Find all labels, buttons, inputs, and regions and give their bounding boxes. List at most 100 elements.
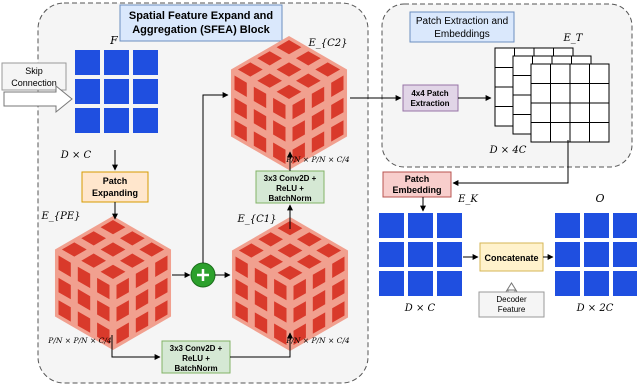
F-grid <box>75 50 158 133</box>
F-grid-cell <box>104 108 129 133</box>
EC2-cube-tile <box>276 40 302 55</box>
EK-grid-cell <box>437 242 462 267</box>
EPE-cube-tile <box>100 242 126 257</box>
EPE-cube-tile <box>155 255 168 277</box>
EC1-cube-tile <box>277 265 303 280</box>
EK-grid-cell <box>408 213 433 238</box>
EC1-cube-tile <box>293 323 306 345</box>
EC2-cube-tile <box>292 120 305 142</box>
EC1-cube-tile <box>235 256 248 278</box>
EC2-cube-tile <box>253 131 267 153</box>
EPE-cube-tile <box>58 300 71 322</box>
patch-extraction-title: Patch Extraction and Embeddings <box>409 11 515 43</box>
EPE-cube-tile <box>139 242 165 257</box>
O-grid-cell <box>555 213 580 238</box>
F-grid-cell <box>133 79 158 104</box>
EC2-cube-tile <box>296 73 321 88</box>
skip-connection-label: Skip Connection <box>1 62 67 91</box>
arrows <box>111 92 569 360</box>
svg-text:Concatenate: Concatenate <box>484 253 538 263</box>
patch-extraction-box: 4x4 Patch Extraction <box>402 84 459 112</box>
EC1-cube-tile <box>274 323 287 345</box>
EPE-cube-tile <box>155 300 168 322</box>
EC1-cube-tile <box>316 243 342 258</box>
EC2-cube-tile <box>273 97 286 120</box>
svg-text:ReLU +: ReLU + <box>276 184 304 193</box>
svg-text:3x3 Conv2D +: 3x3 Conv2D + <box>170 344 223 353</box>
O-grid-cell <box>584 213 609 238</box>
O-grid-cell <box>584 242 609 267</box>
dim-EK: D × C <box>404 303 436 314</box>
F-grid-cell <box>133 108 158 133</box>
EK-grid <box>379 213 462 296</box>
EC1-cube-tile <box>312 290 326 312</box>
EC1-cube-tile <box>254 312 268 334</box>
svg-text:Patch Extraction and: Patch Extraction and <box>416 16 508 27</box>
EPE-cube-tile <box>77 311 91 333</box>
EC2-cube-tile <box>296 51 321 66</box>
EPE-cube-tile <box>58 255 71 277</box>
sfea-title: Spatial Feature Expand and Aggregation (… <box>119 4 283 42</box>
EPE-cube-tile <box>116 322 129 344</box>
label-EK: E_K <box>457 194 478 205</box>
arrow-EPE-to-conv <box>111 335 161 360</box>
EC2-cube-tile <box>311 109 325 131</box>
EC1-cube-tile <box>238 243 264 258</box>
EPE-cube <box>54 216 172 350</box>
patch-expanding-box: Patch Expanding <box>81 171 149 203</box>
F-grid-cell <box>104 50 129 75</box>
EPE-cube-tile <box>116 277 129 300</box>
EPE-cube-tile <box>77 289 91 311</box>
EC2-cube-tile <box>331 120 344 142</box>
svg-text:Extraction: Extraction <box>410 99 449 108</box>
dim-ET: D × 4C <box>489 145 527 156</box>
svg-text:Spatial Feature Expand and: Spatial Feature Expand and <box>129 10 273 22</box>
O-grid-cell <box>584 271 609 296</box>
EC2-cube-tile <box>273 120 286 142</box>
EPE-cube-tile <box>135 289 149 311</box>
O-grid-cell <box>555 271 580 296</box>
EK-grid-cell <box>379 242 404 267</box>
EK-grid-cell <box>437 271 462 296</box>
EK-grid-cell <box>408 271 433 296</box>
EK-grid-cell <box>408 242 433 267</box>
EC2-cube-tile <box>315 62 341 77</box>
concatenate-box: Concatenate <box>479 242 544 272</box>
EC1-cube-tile <box>254 290 268 312</box>
conv-middle-box: 3x3 Conv2D + ReLU + BatchNorm <box>255 170 325 204</box>
EC1-cube-tile <box>332 301 345 323</box>
EC1-cube-tile <box>312 267 326 290</box>
EC2-cube-tile <box>311 86 325 109</box>
EPE-cube-tile <box>81 231 106 246</box>
EC2-cube-tile <box>292 142 305 164</box>
dim-O: D × 2C <box>576 303 614 314</box>
EC1-cube <box>231 217 349 351</box>
svg-text:3x3 Conv2D +: 3x3 Conv2D + <box>264 174 317 183</box>
EC1-cube-tile <box>293 301 306 323</box>
svg-text:4x4 Patch: 4x4 Patch <box>411 89 448 98</box>
EC2-cube-tile <box>276 62 302 77</box>
EC1-cube-tile <box>274 278 287 301</box>
EPE-cube-tile <box>97 277 110 300</box>
EC1-cube-tile <box>332 256 345 278</box>
EPE-cube-tile <box>58 277 71 300</box>
EC2-cube-tile <box>331 75 344 97</box>
EC1-cube-tile <box>235 278 248 301</box>
EC2-cube-tile <box>273 142 286 164</box>
EPE-cube-tile <box>97 322 110 344</box>
svg-text:Patch: Patch <box>405 174 430 184</box>
F-grid-cell <box>133 50 158 75</box>
EPE-cube-tile <box>135 266 149 289</box>
arrow-ET-to-embed <box>452 140 569 186</box>
EPE-cube-tile <box>155 277 168 300</box>
patch-embedding-box: Patch Embedding <box>382 171 452 198</box>
F-grid-cell <box>75 79 100 104</box>
EPE-cube-tile <box>77 266 91 289</box>
svg-text:Skip: Skip <box>25 66 43 76</box>
EPE-cube-tile <box>120 253 145 268</box>
EPE-cube-tile <box>97 300 110 322</box>
svg-text:ReLU +: ReLU + <box>182 354 210 363</box>
EC2-cube-tile <box>257 51 282 66</box>
O-grid-cell <box>613 242 637 267</box>
label-EPE: E_{PE} <box>40 211 80 222</box>
